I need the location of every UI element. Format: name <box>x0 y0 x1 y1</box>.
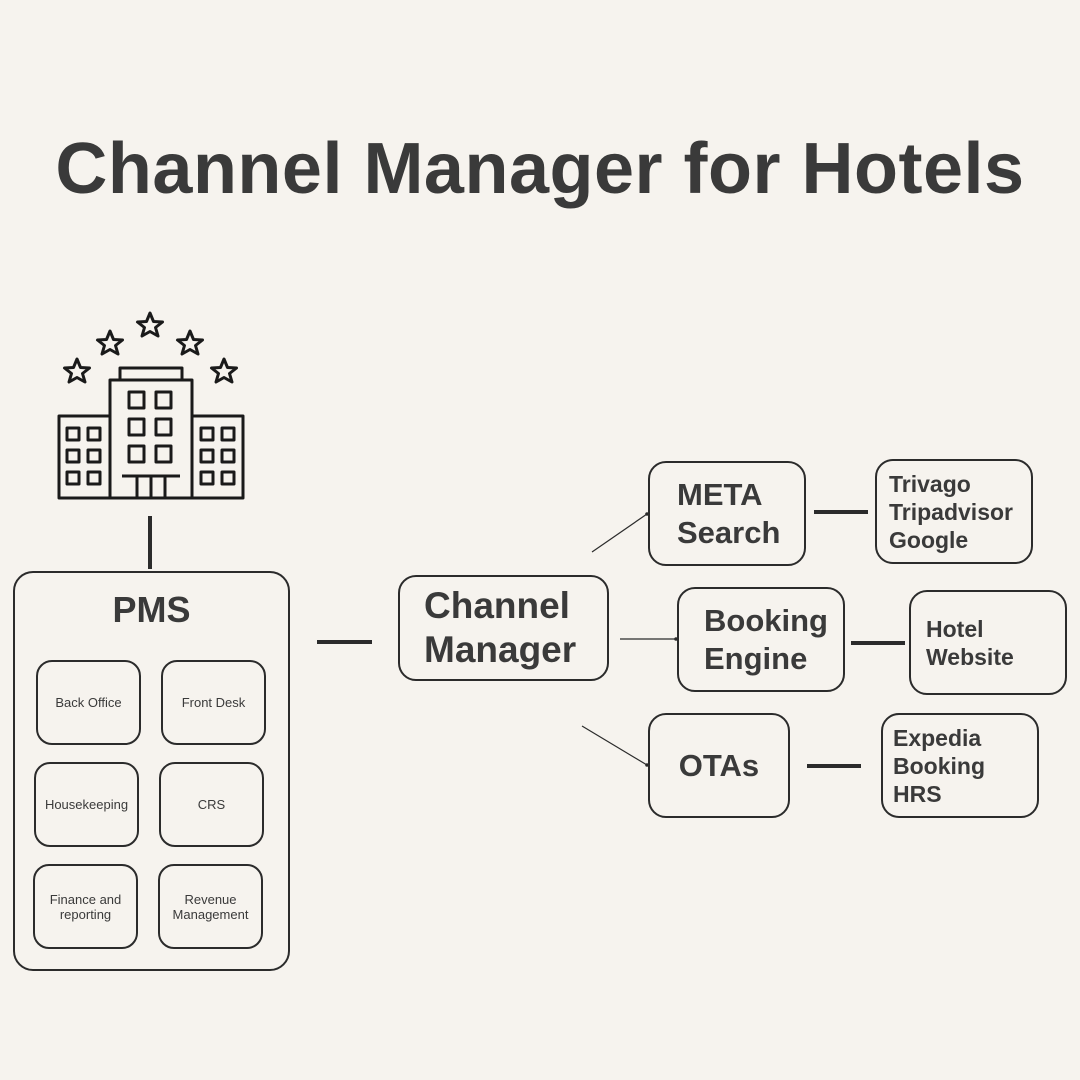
meta-targets-box: Trivago Tripadvisor Google <box>875 459 1033 564</box>
booking-engine-targets-box: Hotel Website <box>909 590 1067 695</box>
module-crs: CRS <box>159 762 264 847</box>
pms-box: PMS <box>13 571 290 971</box>
booking-engine-box: Booking Engine <box>677 587 845 692</box>
booking-target-website: Website <box>926 643 1014 670</box>
pms-label: PMS <box>112 589 191 630</box>
star-icon <box>176 329 204 356</box>
module-revenue-management: Revenue Management <box>158 864 263 949</box>
meta-target-google: Google <box>889 526 969 553</box>
otas-box: OTAs <box>648 713 790 818</box>
meta-search-box: META Search <box>648 461 806 566</box>
ota-target-booking: Booking <box>893 752 985 779</box>
meta-target-trivago: Trivago <box>889 470 971 497</box>
channel-manager-label-line2: Manager <box>424 629 577 670</box>
meta-target-tripadvisor: Tripadvisor <box>889 498 1013 525</box>
module-back-office: Back Office <box>36 660 141 745</box>
meta-search-label-line2: Search <box>677 514 781 550</box>
connector-dot <box>645 763 649 767</box>
booking-engine-label-line2: Engine <box>704 640 808 676</box>
star-icon <box>210 357 238 384</box>
channel-manager-label-line1: Channel <box>424 585 570 626</box>
otas-targets-box: Expedia Booking HRS <box>881 713 1039 818</box>
channel-manager-box: Channel Manager <box>398 575 609 681</box>
module-finance-reporting: Finance and reporting <box>33 864 138 949</box>
connector-dot <box>674 637 678 641</box>
module-front-desk: Front Desk <box>161 660 266 745</box>
meta-search-label-line1: META <box>677 476 763 512</box>
hotel-building-icon <box>57 311 245 500</box>
booking-target-hotel: Hotel <box>926 615 984 642</box>
booking-engine-label-line1: Booking <box>704 602 828 638</box>
star-icon <box>136 311 164 338</box>
module-housekeeping: Housekeeping <box>34 762 139 847</box>
channel-manager-to-meta-connector <box>591 513 648 553</box>
star-icon <box>63 357 91 384</box>
star-icon <box>96 329 124 356</box>
ota-target-expedia: Expedia <box>893 724 982 751</box>
ota-target-hrs: HRS <box>893 780 942 807</box>
page-title: Channel Manager for Hotels <box>55 129 1025 209</box>
channel-manager-to-otas-connector <box>581 725 648 766</box>
connector-dot <box>645 512 649 516</box>
otas-label: OTAs <box>678 747 760 783</box>
